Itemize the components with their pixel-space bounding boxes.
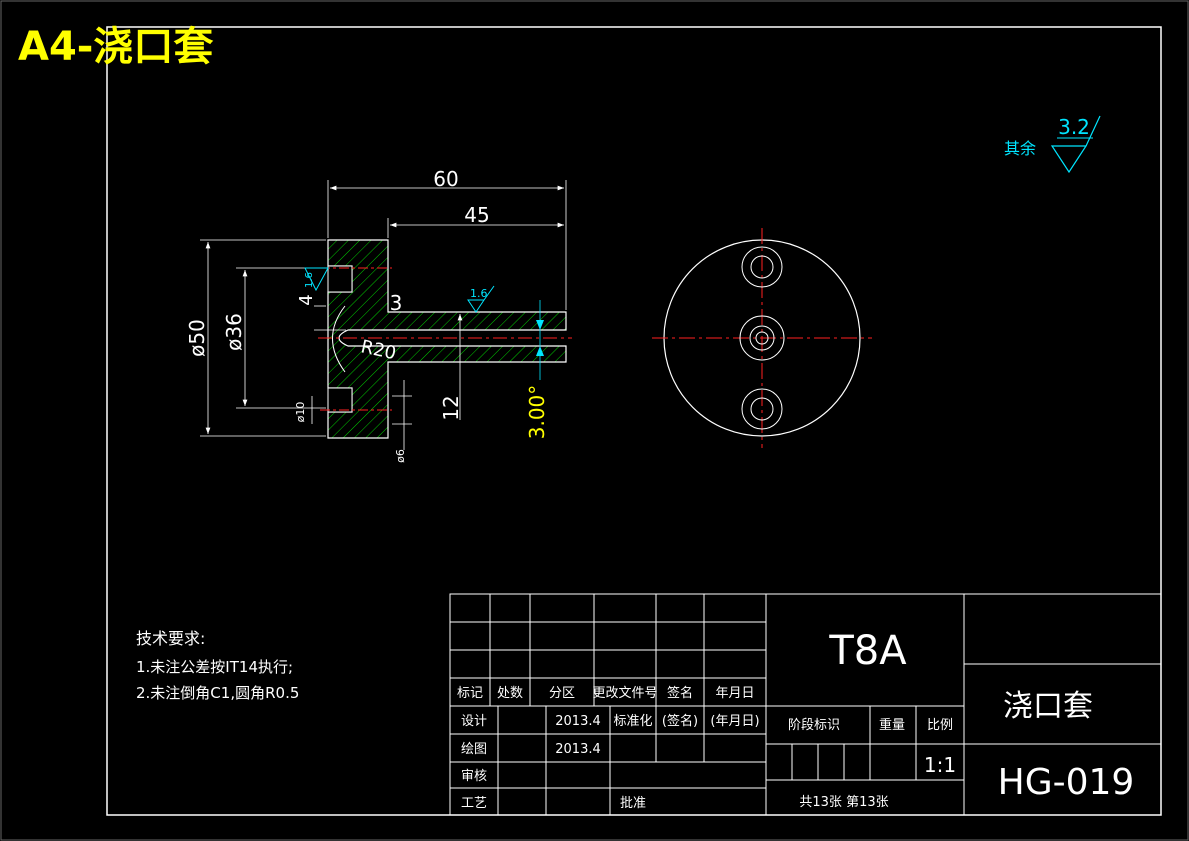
roughness-value: 3.2 [1058, 115, 1090, 139]
hdr-sign: 签名 [667, 685, 693, 701]
roughness-symbol-nozzle: 1.6 [467, 285, 495, 313]
std-sign: (签名) [662, 713, 698, 729]
svg-text:1.6: 1.6 [304, 272, 315, 288]
svg-text:1.6: 1.6 [470, 287, 488, 300]
review-label: 审核 [461, 769, 487, 784]
draw-label: 绘图 [461, 742, 487, 757]
sprue-outer [739, 315, 785, 361]
roughness-symbol-flange: 1.6 [304, 267, 329, 292]
scale-label: 比例 [927, 718, 953, 733]
std-date: (年月日) [710, 714, 759, 729]
approve-label: 批准 [620, 796, 646, 811]
dim-phi10: ø10 [294, 402, 307, 423]
dim-phi36: ø36 [222, 313, 246, 351]
material: T8A [828, 628, 907, 674]
std-label: 标准化 [613, 714, 652, 729]
stage-label: 阶段标识 [788, 718, 840, 733]
title-block [449, 593, 1162, 816]
design-label: 设计 [461, 714, 487, 729]
front-view [652, 228, 872, 448]
hole-top-outer [741, 246, 783, 288]
dim-4: 4 [296, 294, 317, 305]
sphere-seat-arc [332, 305, 346, 373]
sheet-title: A4-浇口套 [18, 24, 213, 70]
dim-angle: 3.00° [525, 385, 549, 440]
dim-phi50: ø50 [185, 319, 209, 357]
draw-date: 2013.4 [555, 742, 601, 757]
tech-requirements: 技术要求: 1.未注公差按IT14执行; 2.未注倒角C1,圆角R0.5 [136, 629, 299, 702]
screw-hole-top [327, 265, 353, 293]
sprue-inner [755, 331, 769, 345]
design-date: 2013.4 [555, 714, 601, 729]
dim-12: 12 [439, 395, 463, 420]
hdr-count: 处数 [497, 686, 523, 701]
tech-heading: 技术要求: [136, 629, 205, 648]
hole-top-inner [750, 255, 774, 279]
dim-phi6: ø6 [394, 449, 407, 463]
roughness-other-label: 其余 [1004, 139, 1036, 158]
hdr-doc: 更改文件号 [592, 686, 657, 701]
sprue-mid [749, 325, 775, 351]
tech-line-2: 2.未注倒角C1,圆角R0.5 [136, 684, 299, 702]
weight-label: 重量 [879, 717, 905, 733]
sheets: 共13张 第13张 [799, 795, 888, 810]
drawing-no: HG-019 [998, 762, 1135, 803]
hdr-mark: 标记 [457, 686, 483, 701]
hdr-zone: 分区 [549, 686, 575, 701]
dim-45: 45 [464, 203, 489, 227]
process-label: 工艺 [461, 796, 487, 811]
part-name: 浇口套 [1003, 689, 1093, 724]
screw-hole-bottom [327, 387, 353, 413]
hole-bottom-inner [750, 397, 774, 421]
hdr-date: 年月日 [715, 686, 754, 701]
tech-line-1: 1.未注公差按IT14执行; [136, 658, 293, 676]
hole-bottom-outer [741, 388, 783, 430]
dim-60: 60 [433, 167, 458, 191]
scale-value: 1:1 [924, 753, 956, 777]
title-block-text: 标记 处数 分区 更改文件号 签名 年月日 设计 2013.4 标准化 (签名)… [457, 628, 1134, 811]
section-view: 60 45 ø50 ø36 4 3 12 R20 ø10 ø6 [185, 167, 572, 463]
roughness-other: 其余 3.2 [1004, 115, 1101, 174]
dim-3: 3 [390, 291, 403, 315]
flange-section [327, 239, 567, 439]
